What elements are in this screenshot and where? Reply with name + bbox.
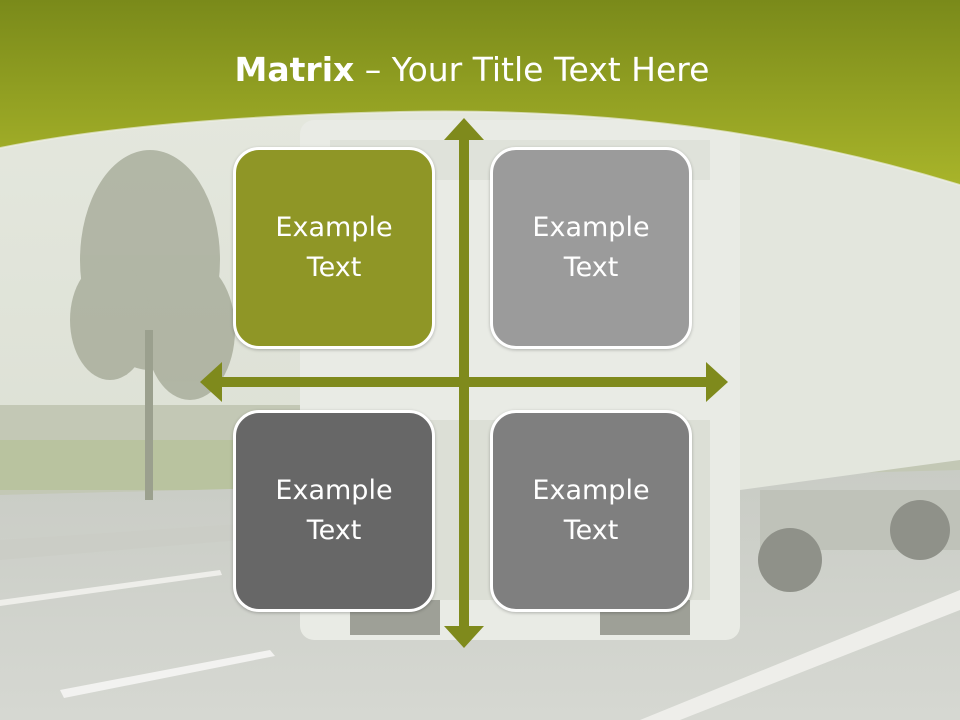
cell-label: Example Text: [275, 475, 393, 546]
arrow-left-head: [200, 362, 222, 402]
matrix-cell-bottom-right: Example Text: [490, 410, 692, 612]
arrow-up-head: [444, 118, 484, 140]
title-rest: – Your Title Text Here: [354, 50, 710, 89]
arrow-down-head: [444, 626, 484, 648]
cell-label: Example Text: [532, 475, 650, 546]
matrix-cell-top-left: Example Text: [233, 147, 435, 349]
matrix-cell-top-right: Example Text: [490, 147, 692, 349]
horizontal-axis: [216, 377, 712, 387]
matrix-cell-bottom-left: Example Text: [233, 410, 435, 612]
title-bold: Matrix: [234, 50, 355, 89]
cell-label: Example Text: [275, 212, 393, 283]
arrow-right-head: [706, 362, 728, 402]
slide-title: Matrix – Your Title Text Here: [0, 48, 944, 92]
cell-label: Example Text: [532, 212, 650, 283]
